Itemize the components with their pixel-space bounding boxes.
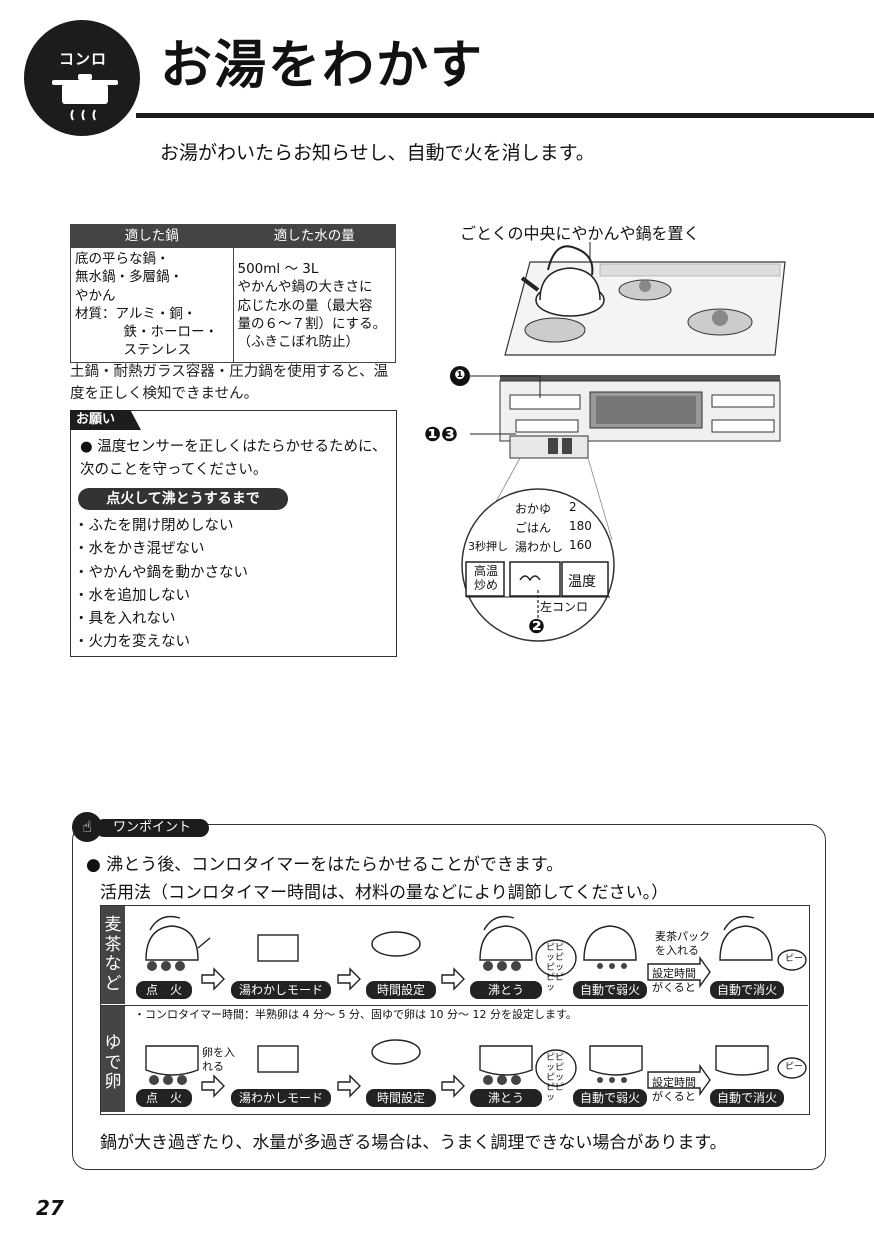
end-sound: ピー <box>785 1062 804 1072</box>
pot-line: 底の平らな鍋・ <box>75 251 170 268</box>
egg-timer-note: ・コンロタイマー時間：半熟卵は 4 分～ 5 分、固ゆで卵は 10 分～ 12 … <box>134 1008 577 1021</box>
boil-sound: ピピッピピッピピッ <box>546 943 565 993</box>
row-label-tea: 麦茶など <box>101 906 125 1004</box>
list-item: ・火力を変えない <box>74 634 190 651</box>
material-line: アルミ・銅・ <box>115 305 197 322</box>
request-pill: 点火して沸とうするまで <box>78 488 288 510</box>
list-item: ・具を入れない <box>74 611 176 628</box>
request-list: ・ふたを開け閉めしない ・水をかき混ぜない ・やかんや鍋を動かさない ・水を追加… <box>74 515 248 655</box>
callout-2: ❷ <box>528 614 545 638</box>
pot-line: やかん <box>75 287 116 304</box>
timer-label: 設定時間がくると <box>652 1076 696 1103</box>
list-item: ・ふたを開け閉めしない <box>74 518 234 534</box>
badge-label: コンロ <box>58 50 107 68</box>
onepoint-line1: ● 沸とう後、コンロタイマーをはたらかせることができます。 <box>86 855 564 875</box>
page-title: お湯をわかす <box>160 36 485 96</box>
request-bullet: ● 温度センサーを正しくはたらかせるために、次のことを守ってください。 <box>80 439 387 479</box>
pot-table-header-water: 適した水の量 <box>232 223 396 249</box>
step-time-setting: 時間設定 <box>366 1089 436 1107</box>
water-line: 量の６～７割）にする。 <box>237 315 387 332</box>
material-line: 鉄・ホーロー・ <box>123 324 219 341</box>
row-label-egg: ゆで卵 <box>101 1006 125 1112</box>
onepoint-line2: 活用法（コンロタイマー時間は、材料の量などにより調節してください。） <box>100 883 669 903</box>
step-time-setting: 時間設定 <box>366 981 436 999</box>
panel-menu-okayu: おかゆ <box>515 502 552 516</box>
list-item: ・水を追加しない <box>74 587 190 604</box>
step-auto-off: 自動で消火 <box>710 1089 784 1107</box>
panel-label: 左コンロ <box>540 600 589 614</box>
panel-value-okayu: 2 <box>569 500 577 514</box>
pot-table: 適した鍋 適した水の量 底の平らな鍋・ 無水鍋・多層鍋・ やかん 材質： アルミ… <box>70 223 396 363</box>
pot-line: 無水鍋・多層鍋・ <box>75 269 183 286</box>
pointing-hand-icon: ☝ <box>72 812 102 842</box>
panel-value-yuwakashi: 160 <box>569 538 592 552</box>
steps-frame <box>100 905 810 1115</box>
panel-button-high-temp[interactable]: 高温炒め <box>473 564 498 592</box>
pot-table-header-pot: 適した鍋 <box>70 223 234 249</box>
section-badge <box>24 20 140 136</box>
step-boil-mode: 湯わかしモード <box>231 981 331 999</box>
boil-sound: ピピッピピッピピッ <box>546 1053 565 1103</box>
step-ignite: 点 火 <box>136 1089 192 1107</box>
step-auto-off: 自動で消火 <box>710 981 784 999</box>
panel-button-temp[interactable]: 温度 <box>568 574 596 590</box>
panel-value-gohan: 180 <box>569 519 592 533</box>
step-boiling: 沸とう <box>470 1089 542 1107</box>
pot-warning-note: 土鍋・耐熱ガラス容器・圧力鍋を使用すると、温度を正しく検知できません。 <box>70 364 389 402</box>
callout-1: ❶ <box>450 366 470 386</box>
water-line: 応じた水の量（最大容 <box>237 297 373 314</box>
step-boiling: 沸とう <box>470 981 542 999</box>
water-line: （ふきこぼれ防止） <box>237 334 360 351</box>
egg-note: 卵を入れる <box>202 1046 235 1073</box>
callout-1-3: ❶❸ <box>424 422 458 446</box>
tea-note: 麦茶パックを入れる <box>655 930 710 957</box>
header-rule <box>136 113 874 118</box>
steps-divider <box>100 1005 808 1006</box>
request-box <box>70 410 397 657</box>
panel-press-label: 3秒押し <box>468 540 508 553</box>
end-sound: ピー <box>785 954 804 964</box>
illustration-caption: ごとくの中央にやかんや鍋を置く <box>460 224 700 243</box>
water-line: 500ml ～ 3L <box>237 261 319 278</box>
panel-menu-yuwakashi: 湯わかし <box>515 540 564 554</box>
step-auto-low: 自動で弱火 <box>573 981 647 999</box>
water-line: やかんや鍋の大きさに <box>237 279 373 296</box>
panel-menu-gohan: ごはん <box>515 521 552 535</box>
onepoint-box <box>72 824 826 1170</box>
page-number: 27 <box>36 1196 64 1220</box>
water-cell: 500ml ～ 3L やかんや鍋の大きさに 応じた水の量（最大容 量の６～７割）… <box>232 247 396 363</box>
material-line: ステンレス <box>123 342 192 359</box>
request-tab: お願い <box>70 410 142 430</box>
onepoint-warning: 鍋が大き過ぎたり、水量が多過ぎる場合は、うまく調理できない場合があります。 <box>100 1133 727 1153</box>
material-label: 材質： <box>75 305 116 322</box>
list-item: ・やかんや鍋を動かさない <box>74 564 248 581</box>
list-item: ・水をかき混ぜない <box>74 541 205 558</box>
step-ignite: 点 火 <box>136 981 192 999</box>
pot-cell: 底の平らな鍋・ 無水鍋・多層鍋・ やかん 材質： アルミ・銅・ 鉄・ホーロー・ … <box>70 247 234 363</box>
onepoint-tab: ワンポイント <box>95 819 210 837</box>
step-auto-low: 自動で弱火 <box>573 1089 647 1107</box>
timer-label: 設定時間がくると <box>652 967 696 994</box>
page-subtitle: お湯がわいたらお知らせし、自動で火を消します。 <box>160 142 595 164</box>
step-boil-mode: 湯わかしモード <box>231 1089 331 1107</box>
